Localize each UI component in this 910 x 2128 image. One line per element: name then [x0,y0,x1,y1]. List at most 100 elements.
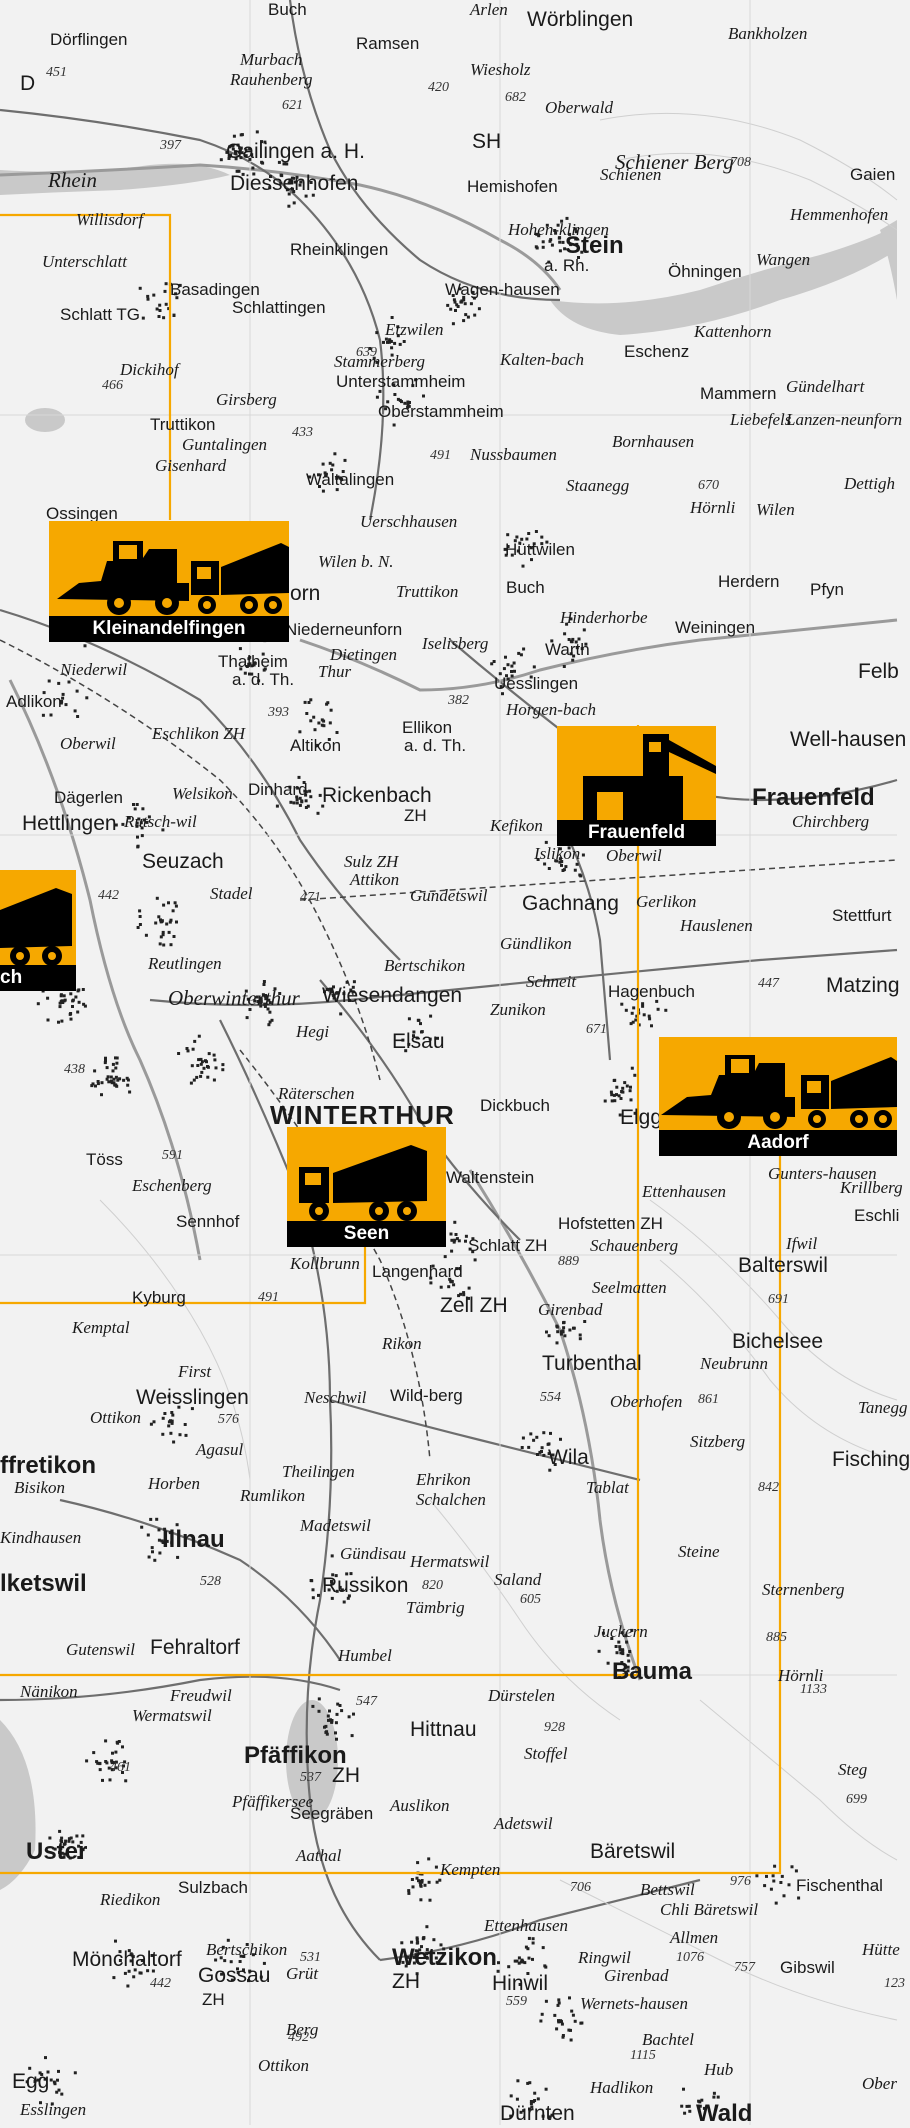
building-dot [384,407,388,411]
building-dot [221,1945,225,1949]
building-dot [296,786,300,790]
building-dot [787,1883,791,1887]
building-dot [158,303,162,307]
building-dot [420,1030,424,1034]
building-dot [57,681,61,685]
place-label: Buch [506,578,545,597]
building-dot [407,1891,411,1895]
building-dot [197,1034,201,1038]
building-dot [635,1014,639,1018]
building-dot [147,1555,151,1559]
building-dot [167,930,171,934]
building-dot [339,1012,343,1016]
building-dot [170,1411,174,1414]
elevation-label: 820 [422,1578,443,1593]
building-dot [36,2078,40,2082]
building-dot [230,1978,234,1982]
marker-kleinandelfingen[interactable]: Kleinandelfingen [49,521,289,642]
building-dot [415,1036,419,1040]
building-dot [83,1004,87,1008]
building-dot [404,1049,408,1053]
place-label: Humbel [338,1646,392,1665]
building-dot [520,1446,524,1449]
elevation-label: 576 [218,1412,239,1427]
building-dot [536,2097,540,2101]
building-dot [199,1062,203,1066]
building-dot [398,398,402,402]
building-dot [446,303,450,307]
building-dot [382,340,385,344]
building-dot [282,162,286,166]
building-dot [307,701,311,704]
building-dot [427,1857,431,1861]
building-dot [175,920,178,924]
elevation-label: 706 [570,1880,591,1895]
elevation-label: 491 [430,448,451,463]
building-dot [537,234,541,238]
building-dot [47,679,51,683]
building-dot [288,178,292,182]
building-dot [540,535,544,539]
building-dot [573,2019,577,2023]
place-label: Eschlikon ZH [152,724,246,743]
building-dot [505,674,508,678]
building-dot [402,340,406,343]
marker-frauenfeld[interactable]: Frauenfeld [557,726,716,846]
building-dot [550,639,554,643]
building-dot [450,1249,454,1253]
place-label: Hagenbuch [608,982,695,1001]
building-dot [43,2077,47,2081]
building-dot [408,401,411,404]
place-label: Matzing [826,974,900,997]
building-dot [104,1059,107,1063]
place-label: Eschli [854,1206,900,1225]
building-dot [335,488,339,492]
building-dot [578,1333,582,1337]
place-label: Dickbuch [480,1096,550,1115]
building-dot [335,1737,338,1741]
elevation-label: 976 [730,1874,751,1889]
building-dot [525,537,529,541]
place-label: Hörnli [778,1666,824,1685]
building-dot [287,192,291,196]
building-dot [44,2056,47,2060]
building-dot [558,860,562,864]
building-dot [630,1066,634,1070]
building-dot [583,1320,587,1323]
elevation-label: 123 [884,1976,905,1991]
building-dot [243,671,247,675]
building-dot [517,651,521,655]
place-label: Guntalingen [182,435,267,454]
building-dot [547,260,551,264]
building-dot [626,1653,630,1657]
place-label: Hörnli [690,498,736,517]
building-dot [193,1039,197,1043]
building-dot [310,1579,314,1583]
building-dot [199,1074,203,1078]
building-dot [642,1013,646,1017]
building-dot [556,2003,560,2007]
building-dot [63,1852,67,1856]
marker-left-partial[interactable]: ch [0,870,76,991]
building-dot [311,1704,315,1708]
elevation-label: 447 [758,976,779,991]
marker-aadorf[interactable]: Aadorf [659,1037,897,1156]
place-label: lketswil [0,1570,87,1597]
building-dot [794,1869,798,1873]
building-dot [574,237,578,241]
building-dot [52,2080,56,2084]
building-dot [327,1588,331,1592]
building-dot [544,840,548,844]
marker-seen[interactable]: Seen [287,1127,446,1247]
place-label: Räterschen [278,1084,355,1103]
place-label: Warth [545,640,590,659]
building-dot [95,1760,99,1764]
building-dot [626,1669,630,1673]
building-dot [571,658,575,662]
building-dot [341,470,345,473]
building-dot [68,1856,72,1860]
building-dot [527,1936,531,1940]
building-dot [165,1539,169,1543]
building-dot [318,485,321,488]
building-dot [431,1264,435,1268]
